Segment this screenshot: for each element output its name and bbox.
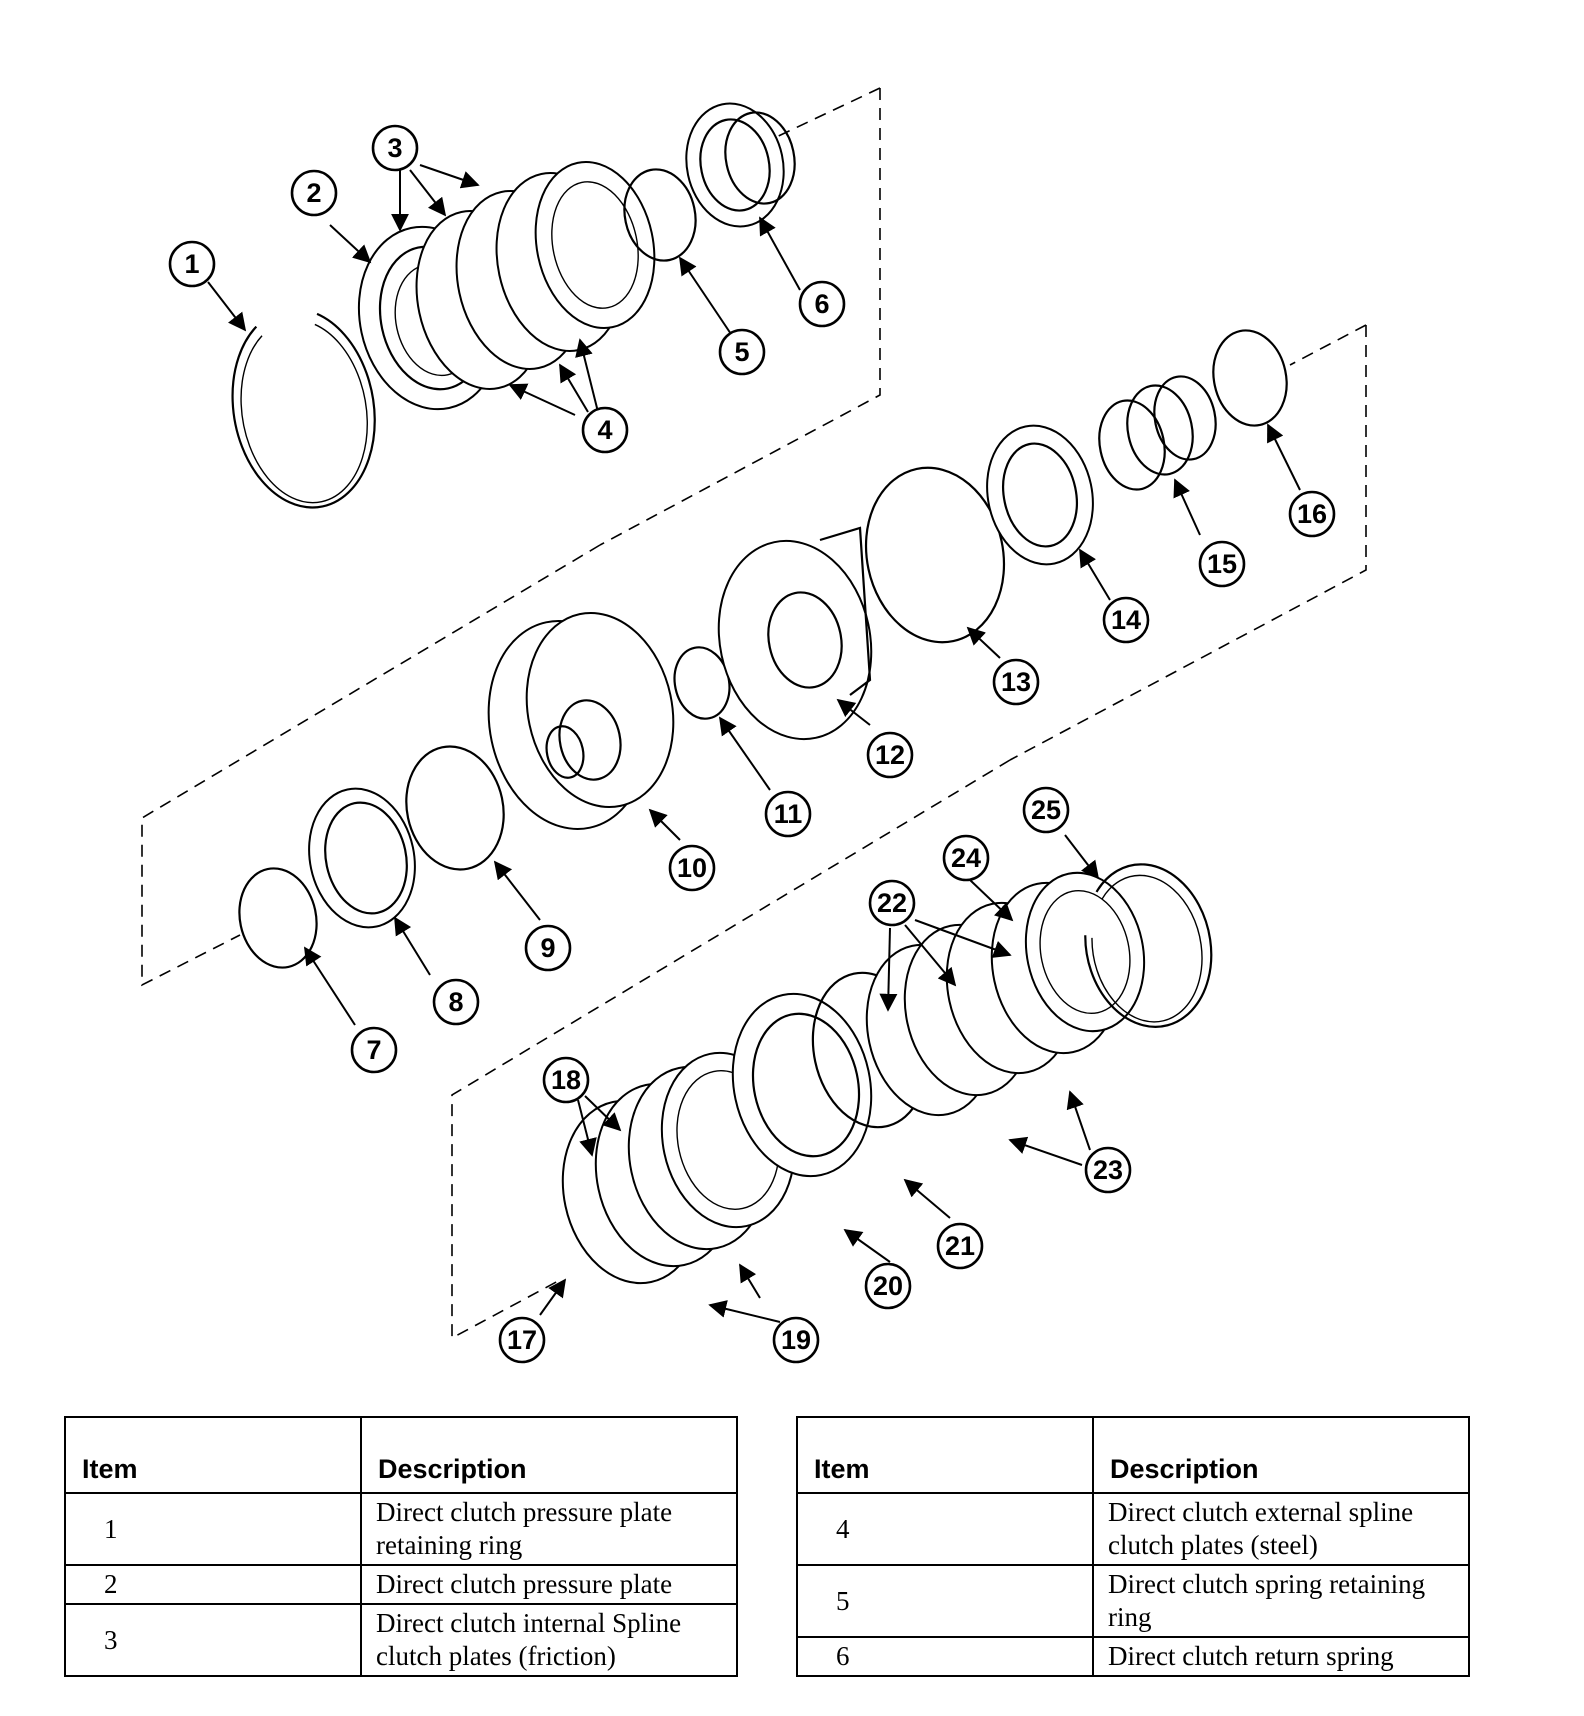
svg-text:23: 23 [1093, 1155, 1123, 1185]
table-row: 3 Direct clutch internal Spline clutch p… [64, 1603, 738, 1677]
svg-text:19: 19 [781, 1325, 811, 1355]
callout-6: 6 [798, 280, 846, 328]
svg-text:14: 14 [1111, 605, 1141, 635]
part-16-ring [1212, 329, 1288, 427]
svg-text:15: 15 [1207, 549, 1237, 579]
svg-text:6: 6 [814, 289, 829, 319]
item-description: Direct clutch pressure plate [360, 1564, 738, 1605]
svg-text:22: 22 [877, 888, 907, 918]
svg-text:21: 21 [945, 1231, 975, 1261]
svg-text:9: 9 [540, 933, 555, 963]
part-8-seal-ring [308, 787, 416, 929]
callout-24: 24 [942, 834, 990, 882]
callout-3: 3 [371, 124, 419, 172]
callout-7: 7 [350, 1026, 398, 1074]
svg-text:18: 18 [551, 1065, 581, 1095]
svg-text:10: 10 [677, 853, 707, 883]
table-row: 6 Direct clutch return spring [796, 1636, 1470, 1677]
item-description: Direct clutch external spline clutch pla… [1092, 1492, 1470, 1566]
callout-4: 4 [581, 406, 629, 454]
item-number: 3 [64, 1603, 362, 1677]
table-header-row: Item Description [64, 1416, 738, 1494]
callouts: 1 2 3 4 5 6 7 8 9 10 11 12 13 14 15 16 1… [168, 124, 1336, 1364]
svg-text:20: 20 [873, 1271, 903, 1301]
item-column-header: Item [796, 1416, 1094, 1494]
exploded-view-diagram: 1 2 3 4 5 6 7 8 9 10 11 12 13 14 15 16 1… [141, 87, 1367, 1364]
callout-10: 10 [668, 844, 716, 892]
svg-text:12: 12 [875, 740, 905, 770]
svg-text:1: 1 [184, 249, 199, 279]
part-9-ring [405, 745, 505, 871]
callout-12: 12 [866, 731, 914, 779]
svg-text:16: 16 [1297, 499, 1327, 529]
svg-text:5: 5 [734, 337, 749, 367]
svg-text:24: 24 [951, 843, 981, 873]
legend-table-left: Item Description 1 Direct clutch pressur… [64, 1416, 738, 1677]
part-17-19-clutch-plates [561, 1051, 796, 1285]
item-description: Direct clutch internal Spline clutch pla… [360, 1603, 738, 1677]
callout-18: 18 [542, 1056, 590, 1104]
table-header-row: Item Description [796, 1416, 1470, 1494]
callout-19: 19 [772, 1316, 820, 1364]
callout-5: 5 [718, 328, 766, 376]
table-row: 5 Direct clutch spring retaining ring [796, 1564, 1470, 1638]
part-13-seal [864, 466, 1006, 644]
callout-25: 25 [1022, 786, 1070, 834]
description-column-header: Description [360, 1416, 738, 1494]
part-10-hub [487, 611, 675, 830]
item-description: Direct clutch spring retaining ring [1092, 1564, 1470, 1638]
part-7-ring [238, 867, 318, 969]
item-description: Direct clutch return spring [1092, 1636, 1470, 1677]
svg-text:8: 8 [448, 987, 463, 1017]
item-number: 6 [796, 1636, 1094, 1677]
callout-2: 2 [290, 169, 338, 217]
callout-13: 13 [992, 658, 1040, 706]
part-5-spring-retaining-ring [623, 168, 697, 262]
callout-1: 1 [168, 240, 216, 288]
part-20-plate [731, 992, 873, 1178]
svg-text:7: 7 [366, 1035, 381, 1065]
item-number: 4 [796, 1492, 1094, 1566]
item-number: 5 [796, 1564, 1094, 1638]
callout-8: 8 [432, 978, 480, 1026]
part-25-retaining-ring [1084, 863, 1213, 1028]
callout-11: 11 [764, 790, 812, 838]
callout-23: 23 [1084, 1146, 1132, 1194]
item-description: Direct clutch pressure plate retaining r… [360, 1492, 738, 1566]
callout-17: 17 [498, 1316, 546, 1364]
svg-text:17: 17 [507, 1325, 537, 1355]
part-6-return-spring [685, 102, 796, 228]
table-row: 4 Direct clutch external spline clutch p… [796, 1492, 1470, 1566]
callout-21: 21 [936, 1222, 984, 1270]
leader-arrows [207, 164, 1301, 1323]
table-row: 2 Direct clutch pressure plate [64, 1564, 738, 1605]
callout-14: 14 [1102, 596, 1150, 644]
callout-9: 9 [524, 924, 572, 972]
part-15-spring [1098, 375, 1217, 491]
item-number: 2 [64, 1564, 362, 1605]
part-22-24-clutch-plates [865, 871, 1146, 1117]
item-column-header: Item [64, 1416, 362, 1494]
part-12-piston [717, 526, 873, 741]
svg-text:3: 3 [387, 133, 402, 163]
part-1-retaining-ring [231, 312, 376, 509]
description-column-header: Description [1092, 1416, 1470, 1494]
item-number: 1 [64, 1492, 362, 1566]
callout-22: 22 [868, 879, 916, 927]
legend-table-right: Item Description 4 Direct clutch externa… [796, 1416, 1470, 1677]
callout-20: 20 [864, 1262, 912, 1310]
svg-text:4: 4 [597, 415, 612, 445]
callout-15: 15 [1198, 540, 1246, 588]
part-14-seal-assembly [986, 424, 1094, 566]
svg-text:25: 25 [1031, 795, 1061, 825]
svg-text:2: 2 [306, 178, 321, 208]
svg-text:11: 11 [774, 799, 803, 829]
callout-16: 16 [1288, 490, 1336, 538]
svg-text:13: 13 [1001, 667, 1031, 697]
table-row: 1 Direct clutch pressure plate retaining… [64, 1492, 738, 1566]
dashed-assembly-lines [141, 87, 1367, 1340]
